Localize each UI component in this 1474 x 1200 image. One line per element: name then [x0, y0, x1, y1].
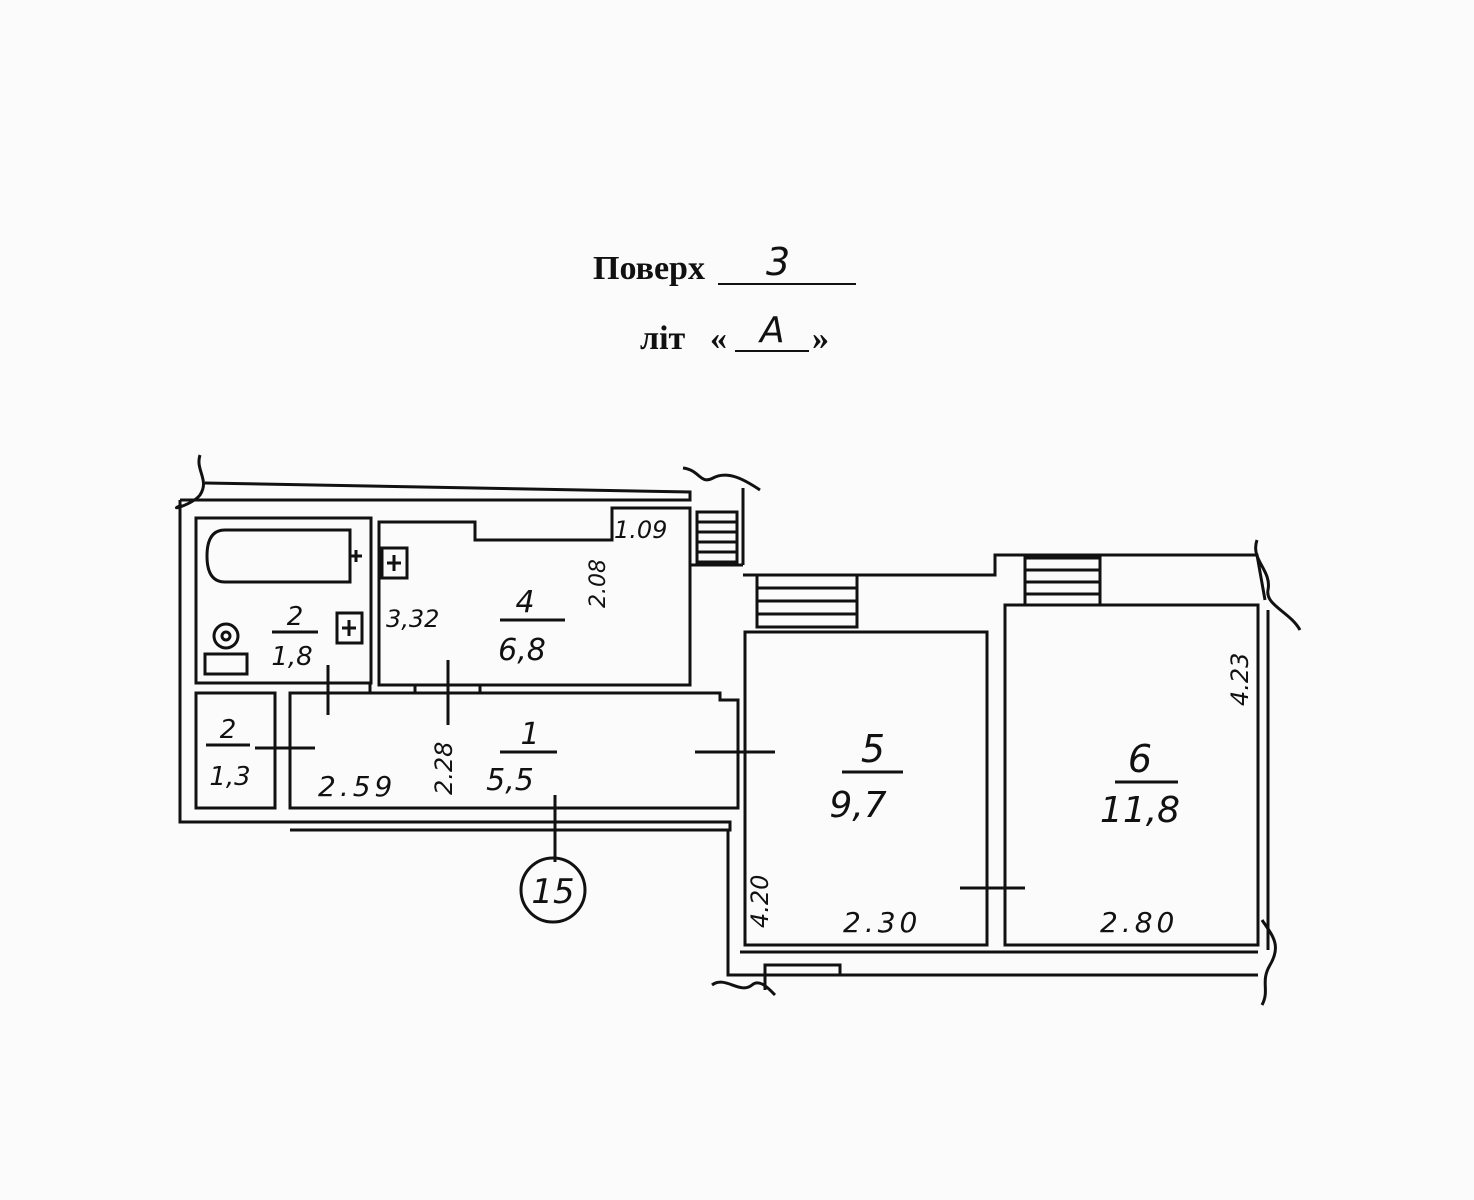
- window-bottom: [763, 963, 842, 977]
- bathtub-icon: [205, 528, 352, 584]
- wc-wall: [194, 691, 277, 810]
- floor-value: 3: [766, 240, 791, 284]
- apartment-number: 15: [531, 872, 574, 912]
- dimension-2-30: 2.30: [843, 906, 921, 939]
- bathroom-wall: [194, 516, 373, 685]
- room-6-area: 11,8: [1100, 790, 1180, 831]
- outer-wall-bottom-left: [726, 830, 767, 990]
- room-1-area: 5,5: [486, 763, 534, 798]
- break-line-bottom-right: [1260, 919, 1277, 1006]
- room-2a-number: 2: [287, 602, 304, 632]
- dimension-2-80: 2.80: [1100, 906, 1178, 939]
- break-line-left-top: [175, 454, 206, 510]
- letter-value: А: [760, 310, 785, 351]
- room-5-number: 5: [861, 727, 885, 771]
- stair-block-1: [695, 510, 739, 564]
- room6-wall: [1003, 603, 1260, 947]
- dimension-4-20: 4.20: [746, 875, 774, 928]
- dimension-3-32: 3,32: [386, 605, 439, 633]
- floor-label: Поверх: [593, 250, 705, 287]
- toilet-icon: [212, 622, 240, 650]
- kitchen-wall: [377, 506, 692, 687]
- stove-icon: [380, 546, 409, 580]
- break-line-bottom-left: [711, 980, 777, 997]
- dimension-2-28: 2.28: [430, 742, 458, 795]
- outer-wall-top: [180, 481, 692, 502]
- letter-quote-close: »: [812, 320, 829, 357]
- room-2a-area: 1,8: [271, 642, 312, 672]
- sink-icon: [335, 611, 364, 645]
- room-2b-area: 1,3: [209, 762, 250, 792]
- room5-wall: [743, 630, 989, 947]
- apartment-number-circle: [519, 856, 587, 924]
- dimension-2-59: 2.59: [318, 770, 396, 803]
- room-1-number: 1: [520, 717, 539, 752]
- dimension-2-08: 2.08: [586, 559, 611, 608]
- letter-underline: [735, 350, 809, 352]
- letter-label: літ: [640, 320, 686, 357]
- room-6-number: 6: [1128, 737, 1152, 781]
- floor-underline: [718, 283, 856, 285]
- dimension-1-09: 1.09: [614, 516, 667, 544]
- room-2b-number: 2: [220, 715, 237, 745]
- break-line-top-center: [682, 466, 761, 492]
- room-4-number: 4: [515, 585, 534, 620]
- letter-quote-open: «: [710, 320, 727, 357]
- room-4-area: 6,8: [498, 633, 546, 668]
- outer-wall-right-top: [743, 553, 1267, 601]
- dimension-4-23: 4.23: [1226, 653, 1254, 706]
- room-5-area: 9,7: [829, 785, 886, 826]
